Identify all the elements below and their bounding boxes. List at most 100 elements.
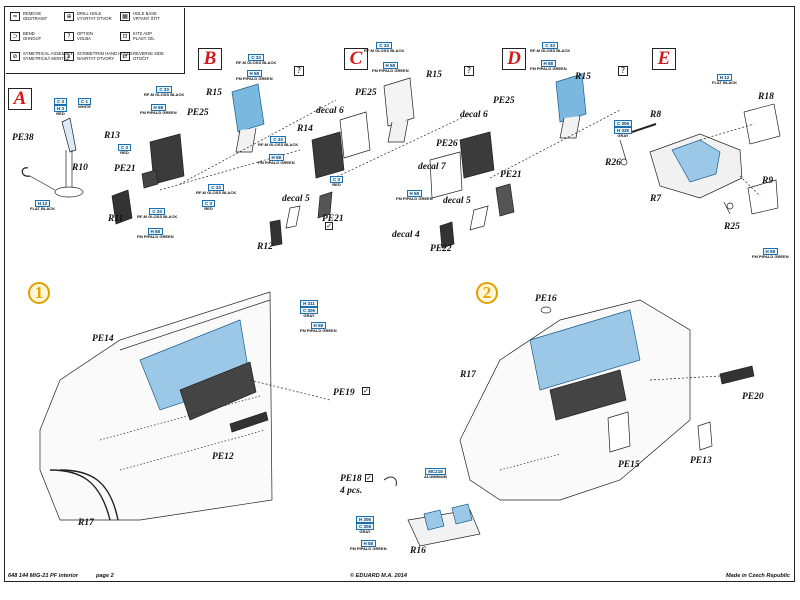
legend-text: REVERSE SIDE OTOČIT <box>133 51 164 61</box>
paint-code: C 3 <box>54 98 68 105</box>
paint-callout: C 3 RED <box>330 176 344 188</box>
paint-code: H 58 <box>310 322 327 329</box>
legend: ≈ REMOVE ODSTRANIT ⊃ BEND OHNOUT ⊘ SYMET… <box>6 8 185 74</box>
reverse-icon: ⇄ <box>120 52 130 61</box>
paint-code: C 3 <box>202 200 216 207</box>
paint-name: FLAT BLACK <box>30 206 56 211</box>
paint-name: RF-M GLOSS BLACK <box>196 190 237 195</box>
legend-text: HOLE BASE VRTANÝ ŠTÍT <box>133 11 160 21</box>
legend-text: BEND OHNOUT <box>23 31 42 41</box>
paint-callout: H 58 FM PIPALD GREEN <box>350 540 387 552</box>
option-box-b: ? <box>294 66 304 76</box>
paint-callout: C 3 RED <box>202 200 216 212</box>
part-pe38: PE38 <box>12 133 34 143</box>
rail-r16-drawing <box>383 476 481 547</box>
paint-callout: C 306 H 335 GRAY <box>614 120 633 139</box>
part-pe25-c: PE25 <box>355 88 377 98</box>
cockpit-right-drawing <box>459 299 755 501</box>
paint-name: GRAY <box>359 529 371 534</box>
option-icon: ? <box>64 32 74 41</box>
paint-name: GRAY <box>303 313 315 318</box>
paint-callout: H 58 FM PIPALD GREEN <box>372 62 409 74</box>
paint-code: H 12 <box>716 74 733 81</box>
remove-icon: ≈ <box>10 12 20 21</box>
assembly-e-drawing <box>619 103 781 215</box>
panel-b-drawing <box>111 83 337 247</box>
paint-name: FLAT BLACK <box>712 80 738 85</box>
paint-code: C 33 <box>376 42 392 49</box>
paint-code: C 1 <box>78 98 92 105</box>
paint-name: FM PIPALD GREEN <box>372 68 409 73</box>
scribe-icon: ∨ <box>64 52 74 61</box>
paint-code: C 33 <box>156 86 172 93</box>
check-box-pe18: ✓ <box>365 474 373 482</box>
paint-code: C 33 <box>208 184 224 191</box>
part-pe13: PE13 <box>690 456 712 466</box>
section-a-label: A <box>8 88 32 110</box>
decal-6-d: decal 6 <box>460 110 488 120</box>
control-stick-drawing <box>21 117 84 198</box>
paint-callout: H 58 FM PIPALD GREEN <box>137 228 174 240</box>
copyright: © EDUARD M.A. 2014 <box>350 573 407 579</box>
paint-code: C 33 <box>248 54 264 61</box>
paint-name: WHITE <box>78 104 91 109</box>
part-r12: R12 <box>257 242 273 252</box>
section-c-label: C <box>344 48 368 70</box>
legend-item-hole-base: ▦ HOLE BASE VRTANÝ ŠTÍT <box>120 11 160 21</box>
paint-code: H 58 <box>147 228 164 235</box>
symmetrical-icon: ⊘ <box>10 52 20 61</box>
part-r26: R26 <box>605 158 621 168</box>
part-pe12: PE12 <box>212 452 234 462</box>
part-pe18-quantity: 4 pcs. <box>340 486 363 496</box>
legend-text: SYMETRICAL ASSEMBLY SYMETRICKÁ MONTÁŽ <box>23 51 73 61</box>
paint-name: RF-M GLOSS BLACK <box>530 48 571 53</box>
paint-callout: H 58 FM PIPALD GREEN <box>300 322 337 334</box>
paint-name: RED <box>204 206 213 211</box>
legend-item-remove: ≈ REMOVE ODSTRANIT <box>10 11 47 21</box>
paint-callout: H 58 FM PIPALD GREEN <box>530 60 567 72</box>
paint-callout: C 3 RED <box>118 144 132 156</box>
paint-name: RF-M GLOSS BLACK <box>236 60 277 65</box>
paint-callout: H 58 FM PIPALD GREEN <box>396 190 433 202</box>
cockpit-left-drawing <box>39 291 331 521</box>
paint-code: C 33 <box>270 136 286 143</box>
paint-name: RED <box>56 111 65 116</box>
paint-callout: C 33 RF-M GLOSS BLACK <box>530 42 570 54</box>
legend-item-drill: ⊕ DRILL HOLE VYVRTAT OTVOR <box>64 11 112 21</box>
paint-callout: H 58 FM PIPALD GREEN <box>752 248 789 260</box>
paint-code: H 3 <box>54 105 68 112</box>
paint-callout: MC218 ALUMINIUM <box>424 468 447 480</box>
part-pe20: PE20 <box>742 392 764 402</box>
section-e-label: E <box>652 48 676 70</box>
legend-text: SCRIBE/TRIM HAND HOLDS NAVRTAT OTVORY <box>77 51 133 61</box>
paint-callout: C 1 WHITE <box>78 98 92 110</box>
footer: 648 144 MiG-21 PF interior page 2 © EDUA… <box>4 570 795 582</box>
paint-name: FM PIPALD GREEN <box>350 546 387 551</box>
paint-callout: H 12 FLAT BLACK <box>30 200 55 212</box>
decal-4: decal 4 <box>392 230 420 240</box>
paint-name: FM PIPALD GREEN <box>236 76 273 81</box>
paint-code: H 58 <box>762 248 779 255</box>
panel-c-drawing <box>311 77 471 219</box>
part-r7: R7 <box>650 194 662 204</box>
paint-name: FM PIPALD GREEN <box>300 328 337 333</box>
part-r8: R8 <box>650 110 662 120</box>
made-in: Made in Czech Republic <box>726 573 791 579</box>
paint-code: H 58 <box>150 104 167 111</box>
part-r14: R14 <box>297 124 313 134</box>
check-box-pe21: ✓ <box>325 222 333 230</box>
part-pe25-b: PE25 <box>187 108 209 118</box>
sheet-border <box>4 6 795 582</box>
paint-code: C 33 <box>149 208 165 215</box>
legend-item-bend: ⊃ BEND OHNOUT <box>10 31 42 41</box>
part-pe21-d: PE21 <box>500 170 522 180</box>
paint-callout: H 12 FLAT BLACK <box>712 74 737 86</box>
paint-code: H 306 <box>356 516 375 523</box>
paint-code: H 335 <box>614 127 633 134</box>
legend-text: OPTION VOLBA <box>77 31 94 41</box>
kit-code: 648 144 MiG-21 PF interior <box>8 573 78 579</box>
paint-callout: H 58 FM PIPALD GREEN <box>140 104 177 116</box>
paint-name: RF-M GLOSS BLACK <box>364 48 405 53</box>
